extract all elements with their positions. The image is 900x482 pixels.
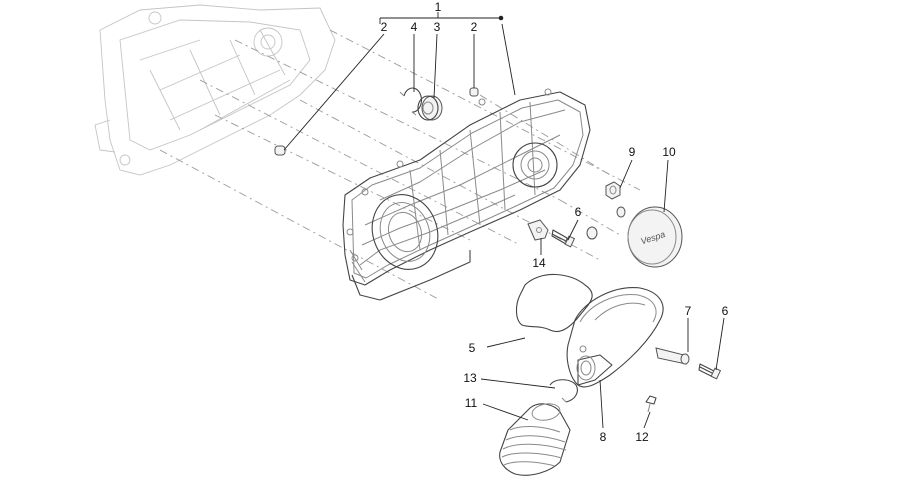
callout-3: 3 xyxy=(434,20,441,34)
callout-2-right: 2 xyxy=(471,20,478,34)
intake-bellows-hose xyxy=(499,403,571,476)
callout-13: 13 xyxy=(463,371,477,385)
bearing xyxy=(417,95,443,121)
callout-6-lower: 6 xyxy=(722,304,729,318)
callout-1: 1 xyxy=(435,0,442,14)
callout-labels: 1 2 4 3 2 9 10 6 14 7 6 5 13 11 8 12 xyxy=(381,0,729,444)
dowel-pin-left xyxy=(274,145,286,156)
dowel-pin-right xyxy=(469,87,479,97)
transmission-cover xyxy=(342,88,591,301)
circlip xyxy=(399,87,423,116)
bolt-lower xyxy=(698,363,722,380)
washer xyxy=(616,206,626,218)
air-intake-housing xyxy=(566,287,664,388)
engine-crankcase-ghost xyxy=(94,4,336,176)
hose-clamp xyxy=(549,379,578,403)
spacer xyxy=(655,347,690,365)
callout-5: 5 xyxy=(469,341,476,355)
callout-8: 8 xyxy=(600,430,607,444)
gasket-ring xyxy=(515,273,593,333)
bracket xyxy=(527,219,549,241)
nut xyxy=(605,181,621,200)
callout-4: 4 xyxy=(411,20,418,34)
small-nut xyxy=(586,226,598,240)
callout-2-left: 2 xyxy=(381,20,388,34)
callout-9: 9 xyxy=(629,145,636,159)
leader-lines xyxy=(283,12,725,429)
assembly-axis-lines xyxy=(159,29,641,301)
bolt-upper xyxy=(551,229,576,248)
callout-6-upper: 6 xyxy=(575,205,582,219)
callout-14: 14 xyxy=(532,256,546,270)
callout-7: 7 xyxy=(685,304,692,318)
small-screw xyxy=(645,395,657,413)
badge-cover: Vespa xyxy=(627,206,683,268)
callout-12: 12 xyxy=(635,430,649,444)
callout-11: 11 xyxy=(465,396,478,410)
callout-10: 10 xyxy=(662,145,676,159)
